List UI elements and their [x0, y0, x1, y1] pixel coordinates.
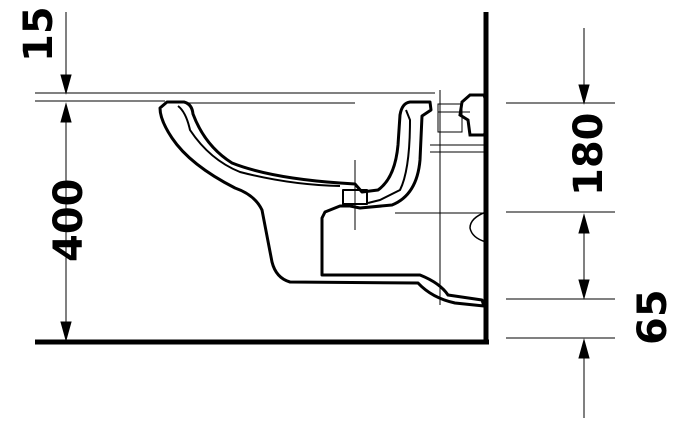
- rim-reference-lines: [35, 92, 435, 104]
- dimension-label-180: 180: [566, 113, 612, 197]
- bidet-body: [158, 100, 486, 308]
- wall-fixing: [395, 90, 489, 305]
- bidet-outer-outline: [158, 100, 486, 308]
- dimension-left: [60, 12, 72, 342]
- dimension-label-400: 400: [46, 179, 92, 263]
- bidet-inner-rear: [367, 109, 411, 204]
- dimension-right-180: [506, 28, 615, 300]
- dimension-right-65: [506, 298, 615, 418]
- dimension-label-15: 15: [16, 6, 62, 62]
- wall-and-floor: [35, 12, 489, 345]
- bidet-inner-bowl: [177, 105, 341, 187]
- dimension-label-65: 65: [630, 289, 676, 345]
- drain-pipe: [469, 211, 487, 243]
